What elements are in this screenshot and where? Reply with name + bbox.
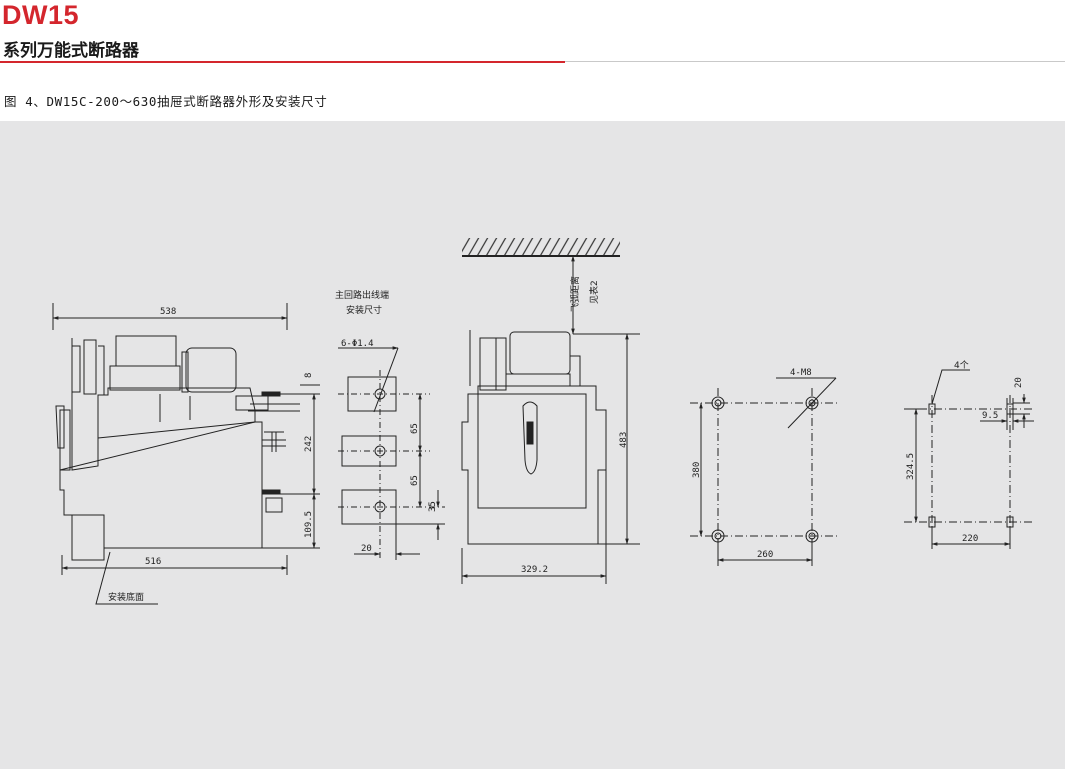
base-label: 安装底面 — [108, 591, 144, 603]
terminal-view — [338, 346, 445, 560]
dim-20-slot: 20 — [1014, 377, 1024, 388]
dim-538: 538 — [160, 307, 176, 317]
dim-9-5: 9.5 — [982, 411, 998, 421]
dim-109-5: 109.5 — [304, 511, 314, 538]
front-view — [461, 238, 640, 584]
terminal-holes-label: 6-Φ1.4 — [341, 339, 374, 349]
drawing-panel — [0, 121, 1065, 769]
header-divider — [565, 61, 1065, 62]
mount-holes-slot — [904, 369, 1034, 549]
product-model: DW15 — [2, 0, 80, 30]
figure-caption: 图 4、DW15C-200～630抽屉式断路器外形及安装尺寸 — [4, 94, 328, 109]
dim-329-2: 329.2 — [521, 565, 548, 575]
dim-220: 220 — [962, 534, 978, 544]
base-leader-line — [95, 551, 158, 605]
mount-holes-m8 — [690, 377, 840, 566]
m8-label: 4-M8 — [790, 368, 812, 378]
header-accent-rule — [0, 61, 565, 63]
see-table-label: 见表2 — [588, 280, 600, 304]
arc-zone-hatch — [462, 238, 620, 255]
terminal-title-1: 主回路出线端 — [335, 289, 389, 301]
dim-260: 260 — [757, 550, 773, 560]
dim-35: 35 — [428, 501, 438, 512]
dim-8: 8 — [304, 373, 314, 378]
dim-242: 242 — [304, 436, 314, 452]
dim-65-a: 65 — [410, 423, 420, 434]
dim-380: 380 — [692, 462, 702, 478]
dim-516: 516 — [145, 557, 161, 567]
dim-65-b: 65 — [410, 475, 420, 486]
side-view — [52, 303, 320, 605]
dim-324-5: 324.5 — [906, 453, 916, 480]
dim-483: 483 — [619, 432, 629, 448]
dim-20: 20 — [361, 544, 372, 554]
arc-distance-label: 飞弧距离 — [569, 276, 581, 312]
terminal-title-2: 安装尺寸 — [346, 304, 382, 316]
product-series-title: 系列万能式断路器 — [3, 41, 139, 61]
slot-count-label: 4个 — [954, 360, 969, 371]
